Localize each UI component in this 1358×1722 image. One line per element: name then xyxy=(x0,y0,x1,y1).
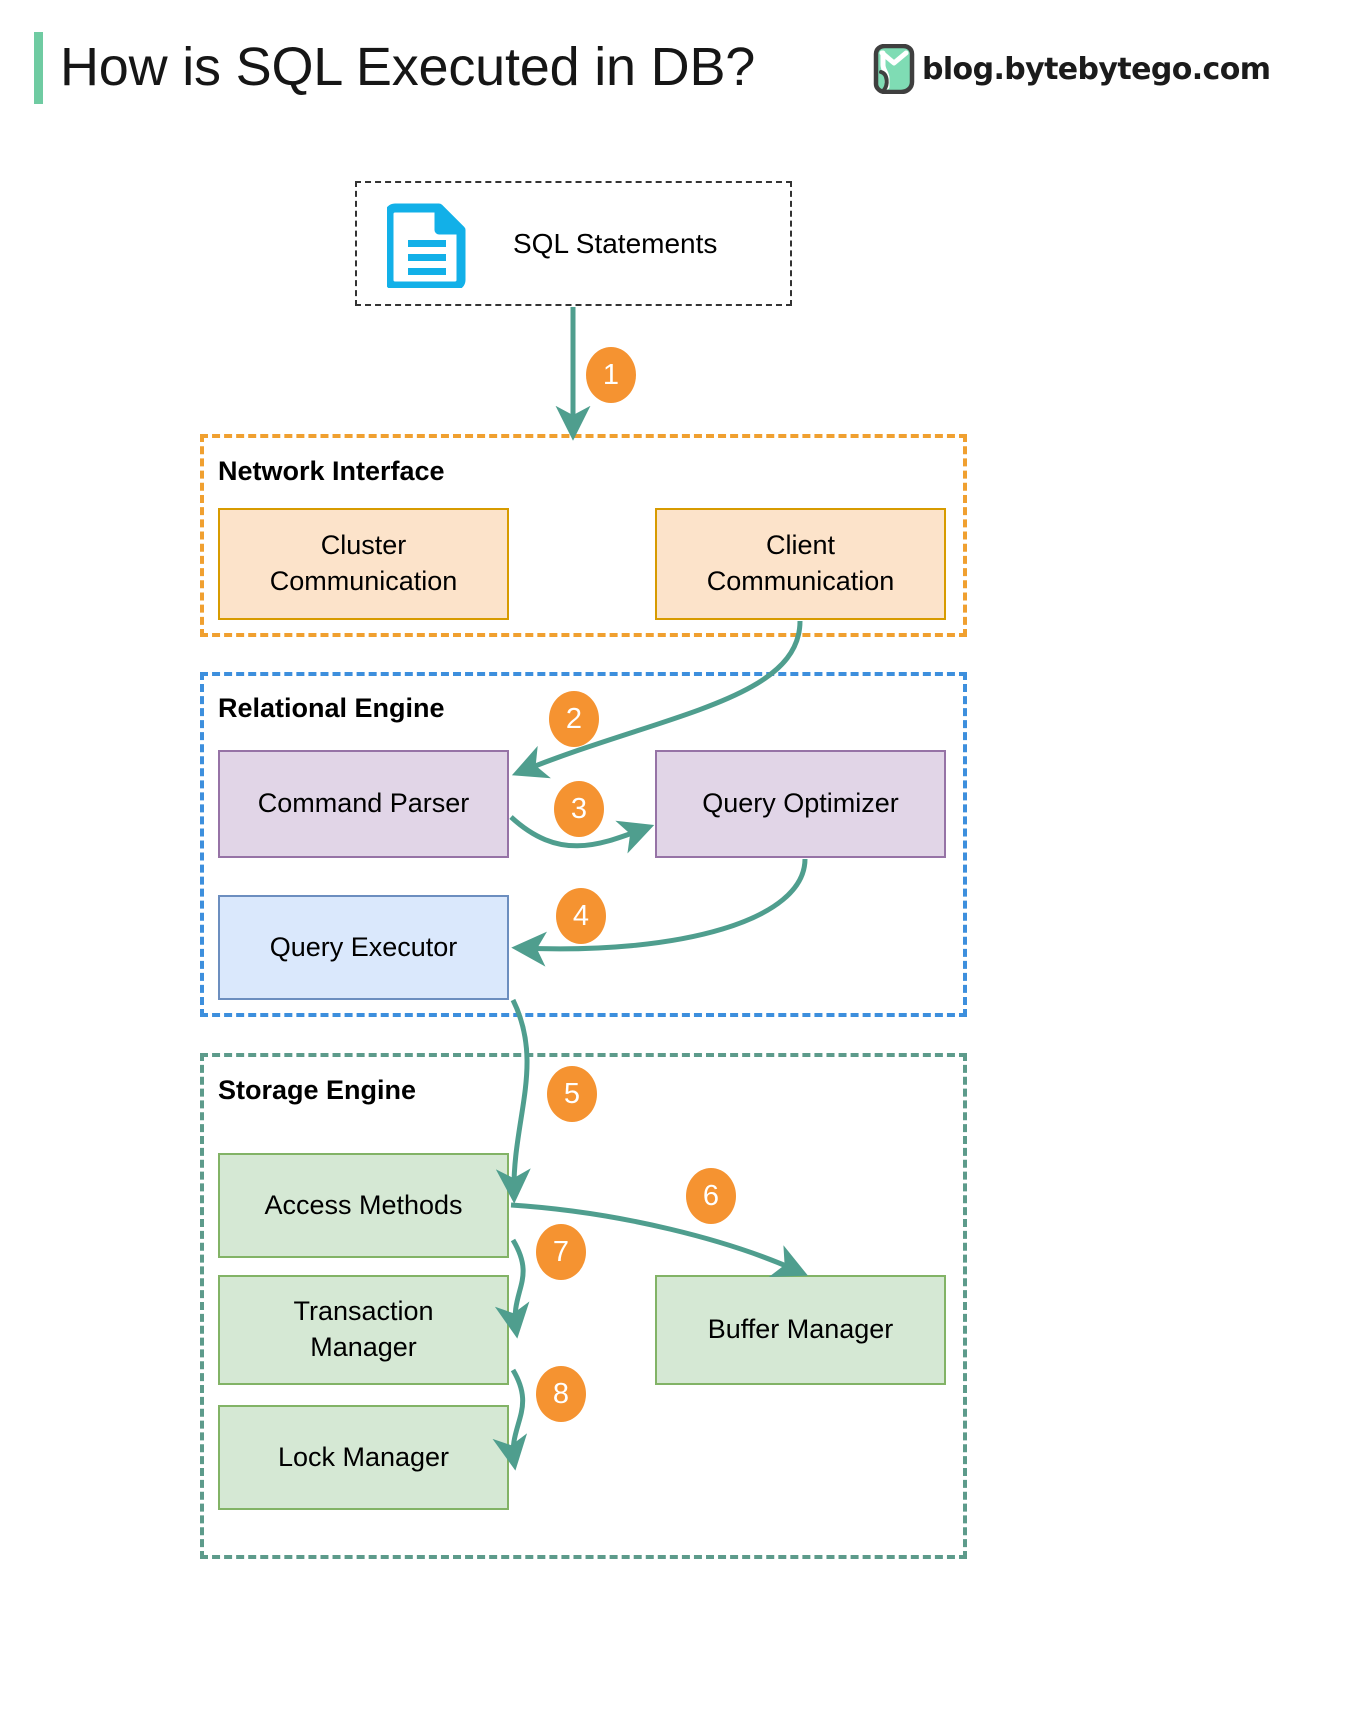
group-storage-engine xyxy=(200,1053,967,1559)
step-badge-7: 7 xyxy=(536,1224,586,1280)
step-badge-7-number: 7 xyxy=(552,1235,570,1268)
node-buffer-manager-label: Buffer Manager xyxy=(707,1314,894,1345)
step-badge-5-number: 5 xyxy=(563,1077,581,1110)
node-command-parser[interactable]: Command Parser xyxy=(218,750,509,858)
node-transaction-manager[interactable]: Transaction Manager xyxy=(218,1275,509,1385)
node-command-parser-label: Command Parser xyxy=(257,788,470,819)
node-cluster-communication[interactable]: Cluster Communication xyxy=(218,508,509,620)
node-access-methods-label: Access Methods xyxy=(264,1189,463,1220)
node-query-executor-label: Query Executor xyxy=(269,931,458,962)
step-badge-3: 3 xyxy=(554,781,604,837)
step-badge-6: 6 xyxy=(686,1168,736,1224)
header: How is SQL Executed in DB? blog.bytebyte… xyxy=(0,0,1358,130)
bytebytego-logo-icon xyxy=(873,44,915,94)
node-client-communication[interactable]: Client Communication xyxy=(655,508,946,620)
step-badge-8: 8 xyxy=(536,1366,586,1422)
page-title: How is SQL Executed in DB? xyxy=(60,37,756,97)
step-badge-5: 5 xyxy=(547,1066,597,1122)
node-query-optimizer-label: Query Optimizer xyxy=(702,788,899,819)
step-badge-3-number: 3 xyxy=(570,792,588,825)
node-buffer-manager[interactable]: Buffer Manager xyxy=(655,1275,946,1385)
node-transaction-manager-line-2: Manager xyxy=(310,1332,417,1362)
group-storage-engine-title: Storage Engine xyxy=(218,1075,417,1105)
brand-text: blog.bytebytego.com xyxy=(922,51,1271,87)
node-cluster-communication-line-1: Cluster xyxy=(320,530,407,561)
step-badge-1: 1 xyxy=(586,347,636,403)
node-client-communication-line-2: Communication xyxy=(706,566,895,596)
node-query-optimizer[interactable]: Query Optimizer xyxy=(655,750,946,858)
node-client-communication-line-1: Client xyxy=(765,530,836,561)
node-transaction-manager-line-1: Transaction xyxy=(293,1296,434,1327)
node-lock-manager[interactable]: Lock Manager xyxy=(218,1405,509,1510)
document-lines-icon xyxy=(387,203,466,288)
node-cluster-communication-line-2: Communication xyxy=(269,566,458,596)
step-badge-2: 2 xyxy=(549,691,599,747)
step-badge-6-number: 6 xyxy=(702,1179,720,1212)
step-badge-1-number: 1 xyxy=(602,358,620,391)
sql-statements-label: SQL Statements xyxy=(513,227,718,259)
group-network-interface-title: Network Interface xyxy=(218,456,445,486)
node-access-methods[interactable]: Access Methods xyxy=(218,1153,509,1258)
group-relational-engine-title: Relational Engine xyxy=(218,693,445,723)
node-query-executor[interactable]: Query Executor xyxy=(218,895,509,1000)
brand: blog.bytebytego.com xyxy=(872,44,1271,94)
node-lock-manager-label: Lock Manager xyxy=(277,1441,450,1472)
step-badge-4: 4 xyxy=(556,888,606,944)
sql-statements-box: SQL Statements xyxy=(355,181,792,306)
title-accent-bar xyxy=(34,32,43,104)
step-badge-2-number: 2 xyxy=(565,702,583,735)
step-badge-8-number: 8 xyxy=(552,1377,570,1410)
step-badge-4-number: 4 xyxy=(572,899,590,932)
